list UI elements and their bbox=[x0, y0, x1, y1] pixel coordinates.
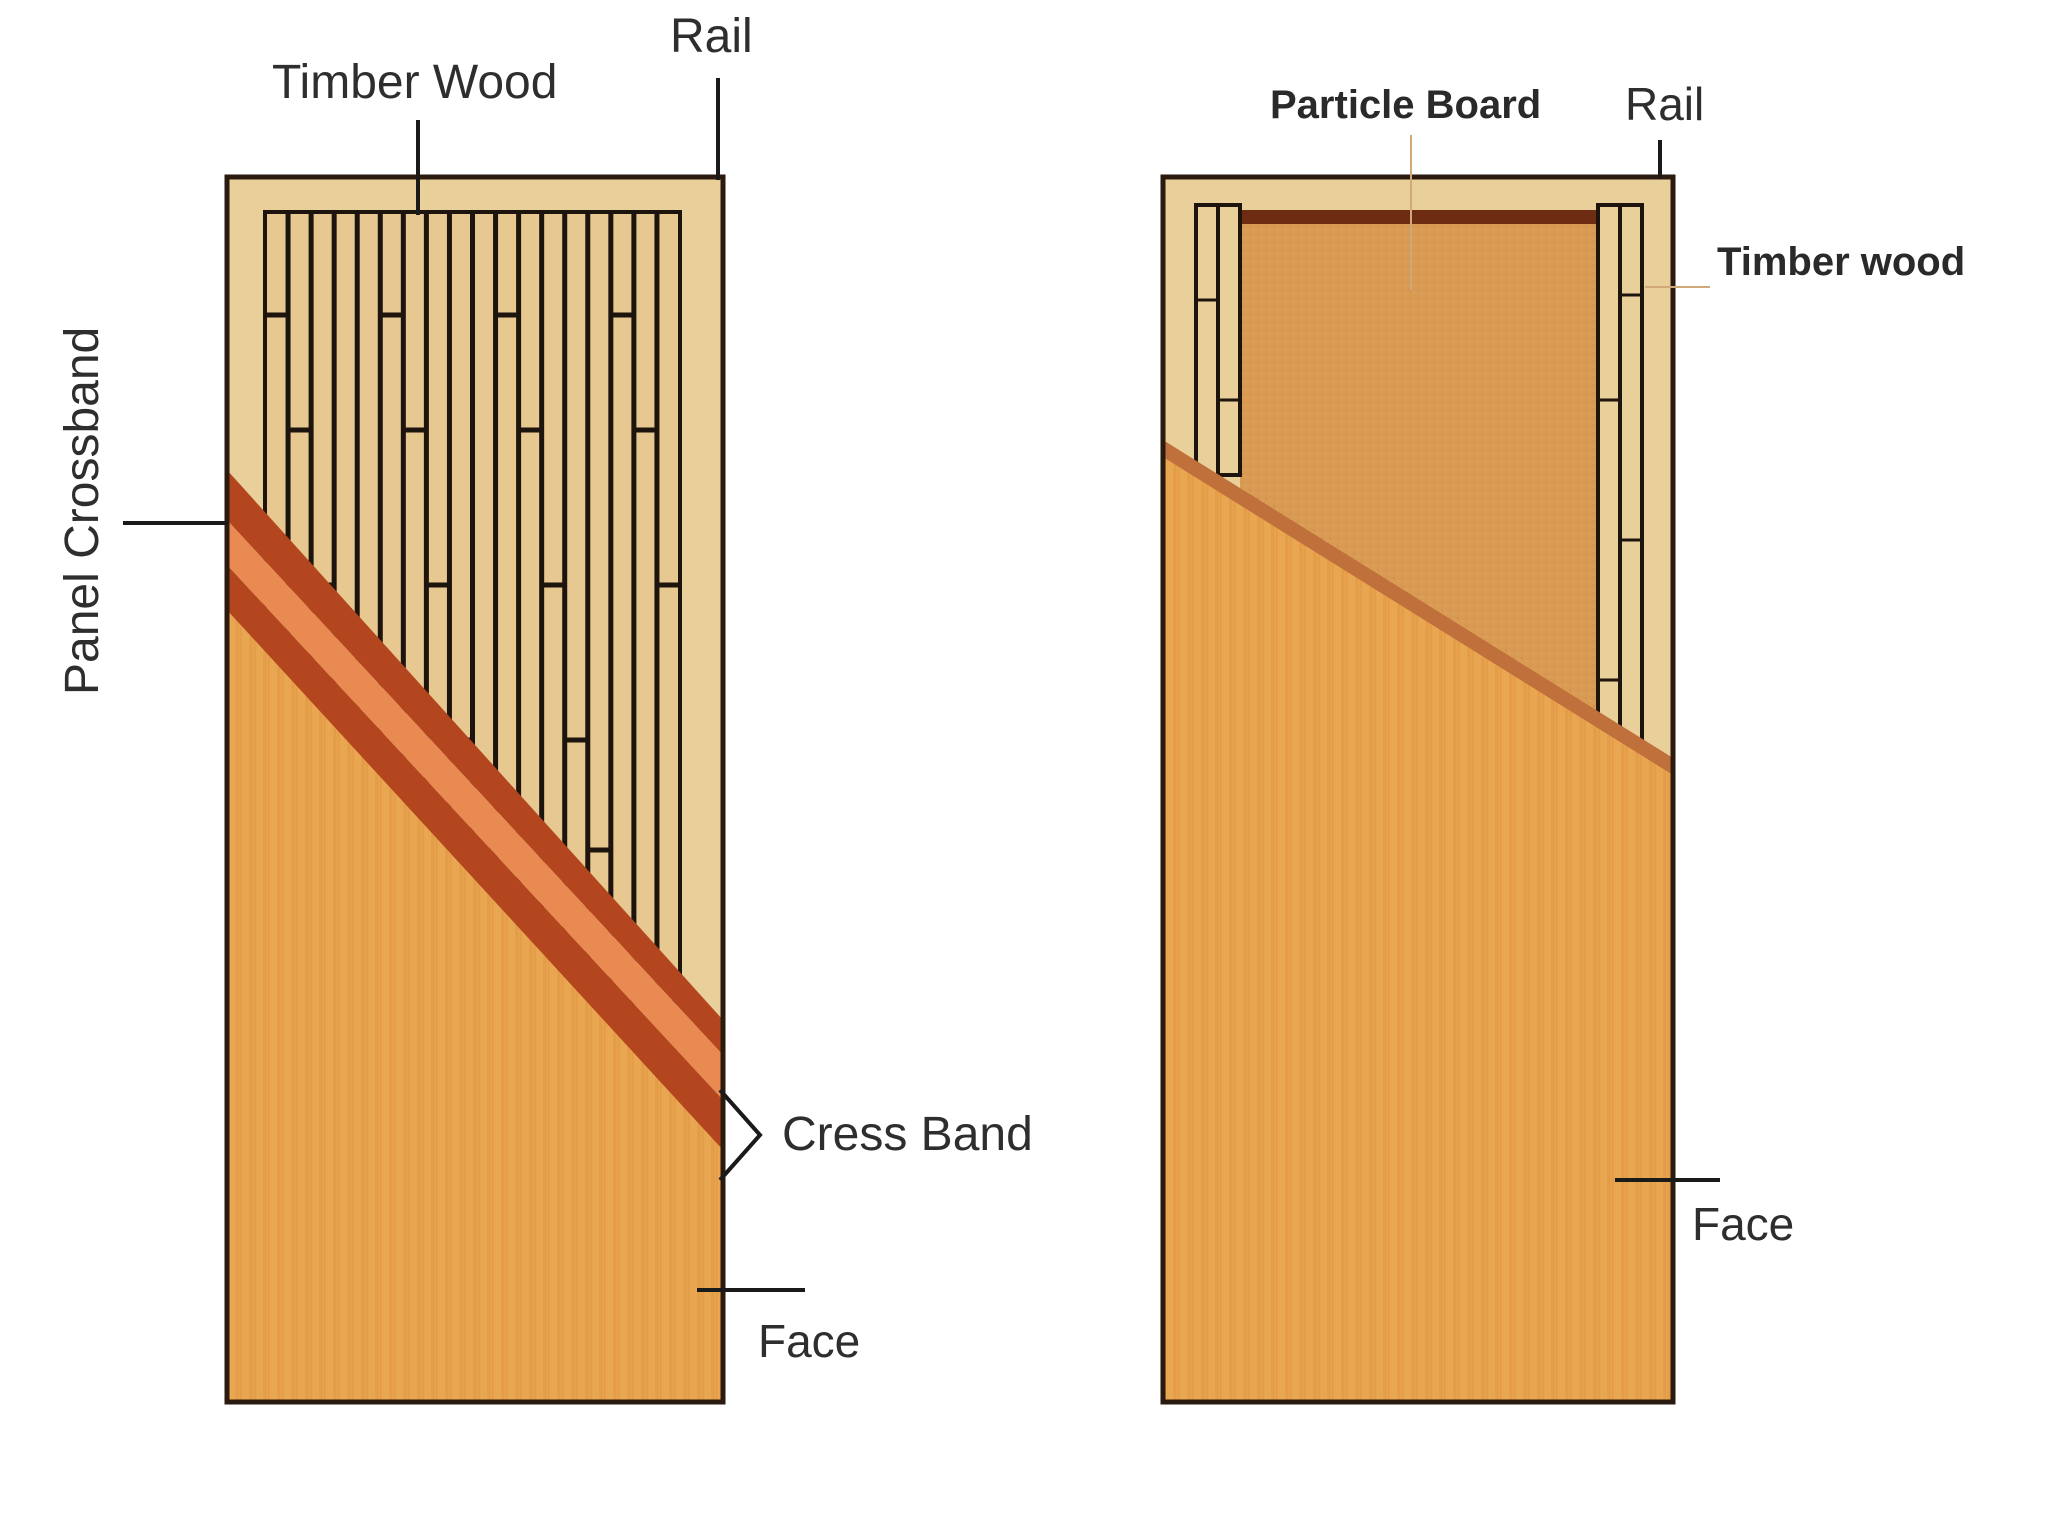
right-label-face: Face bbox=[1692, 1198, 1794, 1250]
right-door-face-edge bbox=[1163, 440, 1673, 775]
right-label-timber-wood: Timber wood bbox=[1717, 240, 1965, 284]
left-label-timber-wood: Timber Wood bbox=[272, 56, 557, 109]
left-cross-band-bracket bbox=[718, 1088, 763, 1182]
left-label-face: Face bbox=[758, 1315, 860, 1367]
left-label-cross-band: Cress Band bbox=[782, 1108, 1033, 1161]
right-label-particle-board: Particle Board bbox=[1270, 83, 1541, 127]
left-door-crossband-dark-inner bbox=[227, 565, 723, 1150]
left-door-face-veneer bbox=[227, 590, 723, 1402]
left-door-crossband-light bbox=[227, 520, 723, 1100]
right-door bbox=[1160, 135, 1720, 1405]
right-label-rail: Rail bbox=[1625, 78, 1704, 130]
left-door bbox=[123, 78, 805, 1405]
right-door-timber-strips bbox=[1194, 203, 1644, 747]
right-door-top-timber-strip bbox=[1240, 210, 1598, 224]
left-label-panel-crossband: Panel Crossband bbox=[56, 327, 109, 695]
left-label-rail: Rail bbox=[670, 10, 753, 63]
left-door-crossband-dark-outer bbox=[227, 470, 723, 1055]
left-door-outline bbox=[224, 174, 726, 1405]
right-door-outline bbox=[1160, 174, 1676, 1405]
